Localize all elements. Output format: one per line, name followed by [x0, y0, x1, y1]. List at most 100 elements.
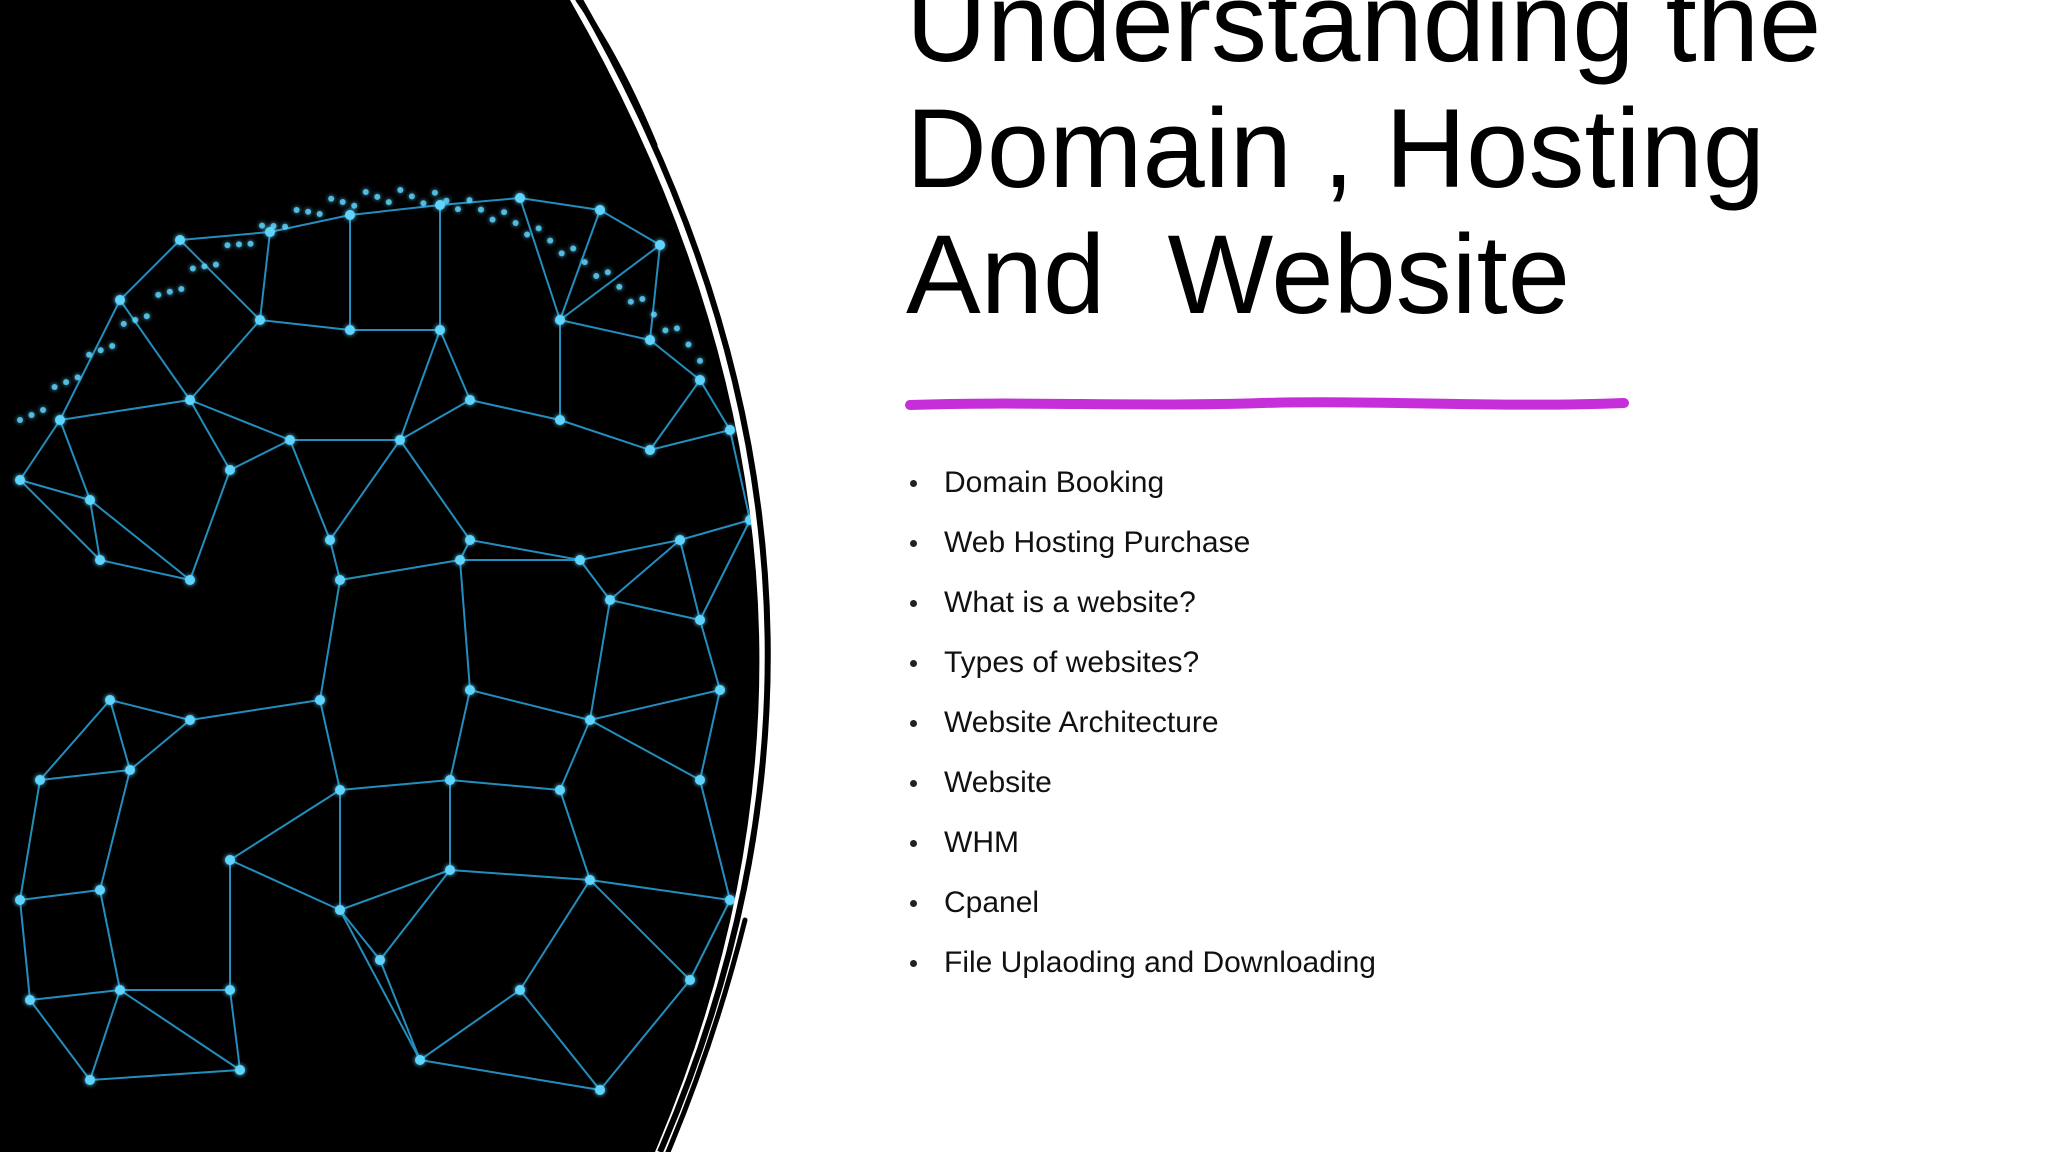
arc-stroke-top	[575, 0, 658, 148]
network-dot	[351, 202, 358, 209]
network-node	[595, 1085, 605, 1095]
network-link	[99, 559, 191, 581]
bullet-item: What is a website?	[906, 578, 1376, 638]
network-dot	[293, 207, 300, 214]
network-dot	[40, 406, 47, 413]
network-node	[35, 775, 45, 785]
network-link	[699, 619, 721, 691]
network-link	[699, 779, 731, 901]
network-node	[715, 685, 725, 695]
network-dot	[489, 216, 496, 223]
network-dot	[362, 189, 369, 196]
network-link	[189, 399, 291, 441]
network-node	[585, 875, 595, 885]
network-dot	[431, 189, 438, 196]
network-link	[559, 789, 591, 881]
network-link	[589, 719, 701, 781]
network-link	[459, 559, 471, 691]
network-dot	[616, 283, 623, 290]
network-link	[599, 979, 691, 1091]
network-dot	[189, 265, 196, 272]
network-link	[39, 769, 131, 781]
network-node	[335, 905, 345, 915]
network-dot	[466, 197, 473, 204]
network-link	[699, 519, 751, 621]
network-node	[515, 985, 525, 995]
network-dot	[650, 311, 657, 318]
network-link	[19, 479, 91, 501]
bullet-item: Cpanel	[906, 878, 1376, 938]
network-dot	[28, 411, 35, 418]
network-link	[579, 559, 611, 601]
network-node	[185, 395, 195, 405]
network-link	[399, 399, 471, 441]
network-node	[185, 715, 195, 725]
network-node	[725, 425, 735, 435]
network-node	[345, 325, 355, 335]
bullet-item: Website Architecture	[906, 698, 1376, 758]
network-dot	[478, 206, 485, 213]
network-link	[89, 1069, 241, 1081]
network-link	[189, 399, 231, 471]
network-link	[439, 197, 521, 206]
network-node	[555, 415, 565, 425]
network-dot	[155, 291, 162, 298]
network-dot	[385, 199, 392, 206]
network-link	[259, 319, 351, 331]
network-link	[259, 231, 271, 321]
network-dot	[627, 298, 634, 305]
network-dot	[109, 342, 116, 349]
network-link	[59, 419, 91, 501]
network-link	[559, 209, 601, 321]
network-node	[255, 315, 265, 325]
network-node	[125, 765, 135, 775]
network-link	[689, 899, 731, 981]
network-node	[515, 193, 525, 203]
network-link	[89, 499, 101, 561]
network-link	[649, 244, 661, 341]
network-link	[469, 539, 581, 561]
network-dot	[224, 242, 231, 249]
network-dot	[524, 231, 531, 238]
network-link	[119, 299, 191, 401]
network-link	[189, 699, 321, 721]
network-dot	[166, 288, 173, 295]
network-link	[339, 869, 451, 911]
network-node	[685, 975, 695, 985]
bullet-item: Types of websites?	[906, 638, 1376, 698]
network-link	[699, 379, 731, 431]
bullet-item: Web Hosting Purchase	[906, 518, 1376, 578]
network-dot	[593, 272, 600, 279]
network-node	[175, 235, 185, 245]
network-link	[419, 989, 521, 1061]
network-node	[235, 1065, 245, 1075]
network-node	[285, 435, 295, 445]
network-dot	[685, 341, 692, 348]
network-dot	[697, 357, 703, 364]
network-link	[89, 989, 121, 1081]
network-link	[609, 599, 701, 621]
network-globe-image	[0, 0, 771, 1152]
network-dot	[212, 261, 219, 268]
network-link	[559, 419, 651, 451]
bullet-item: WHM	[906, 818, 1376, 878]
network-link	[19, 479, 101, 561]
network-link	[559, 244, 661, 321]
network-link	[229, 789, 341, 861]
network-dot	[201, 263, 208, 270]
bullet-item: File Uplaoding and Downloading	[906, 938, 1376, 998]
arc-border	[577, 0, 771, 1152]
network-node	[55, 415, 65, 425]
network-link	[589, 879, 731, 901]
network-node	[95, 885, 105, 895]
network-link	[109, 699, 191, 721]
network-dot	[86, 351, 93, 358]
network-node	[315, 695, 325, 705]
network-link	[589, 689, 721, 721]
title-line-2: Domain , Hosting	[906, 86, 1766, 211]
network-link	[599, 209, 661, 246]
network-link	[179, 231, 271, 241]
network-link	[399, 439, 471, 541]
network-link	[229, 439, 291, 471]
network-link	[29, 999, 91, 1081]
